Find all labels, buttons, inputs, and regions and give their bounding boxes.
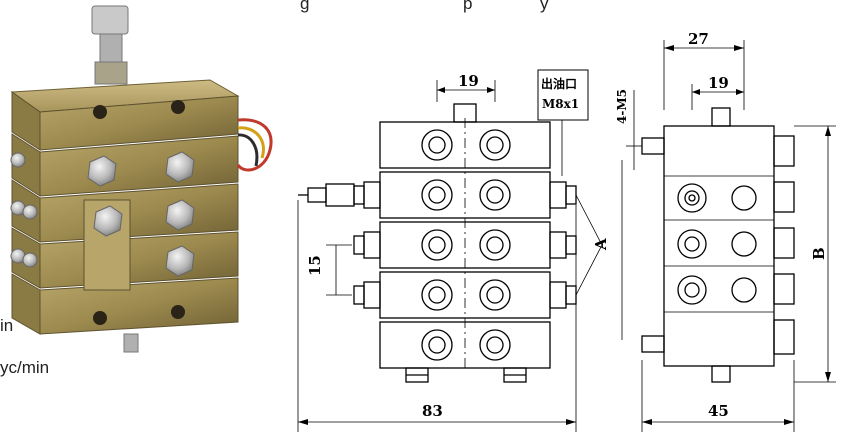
side-dim-top-outer: 27 [688, 30, 709, 48]
dimension-drawing: 19 出油口 M8x1 15 A 83 27 19 4-M5 B 45 [297, 30, 836, 432]
outlet-label-thread: M8x1 [542, 97, 579, 111]
caption-fragment-line1: in [0, 316, 14, 335]
front-left-outlets [298, 181, 381, 309]
side-dim-b: B [810, 247, 828, 260]
side-dim-top-inner: 19 [708, 74, 729, 92]
caption-fragment-top-far: y [540, 0, 549, 13]
side-body [663, 125, 775, 367]
distributor-valve-photo [10, 5, 273, 353]
outlet-label-cn: 出油口 [541, 76, 577, 91]
front-fittings [421, 129, 511, 361]
front-top-fitting [453, 103, 477, 123]
caption-fragment-top-right: p [463, 0, 473, 13]
caption-fragment-line2: yc/min [0, 358, 50, 377]
front-dim-total-width: 83 [422, 402, 443, 420]
front-dim-top-width: 19 [458, 72, 479, 90]
side-dim-holes: 4-M5 [615, 89, 629, 124]
front-dim-a: A [592, 238, 610, 251]
caption-fragment-top: g [300, 0, 310, 13]
side-dim-total-width: 45 [708, 402, 729, 420]
front-dim-pitch: 15 [306, 255, 324, 276]
front-right-outlets [549, 181, 577, 309]
